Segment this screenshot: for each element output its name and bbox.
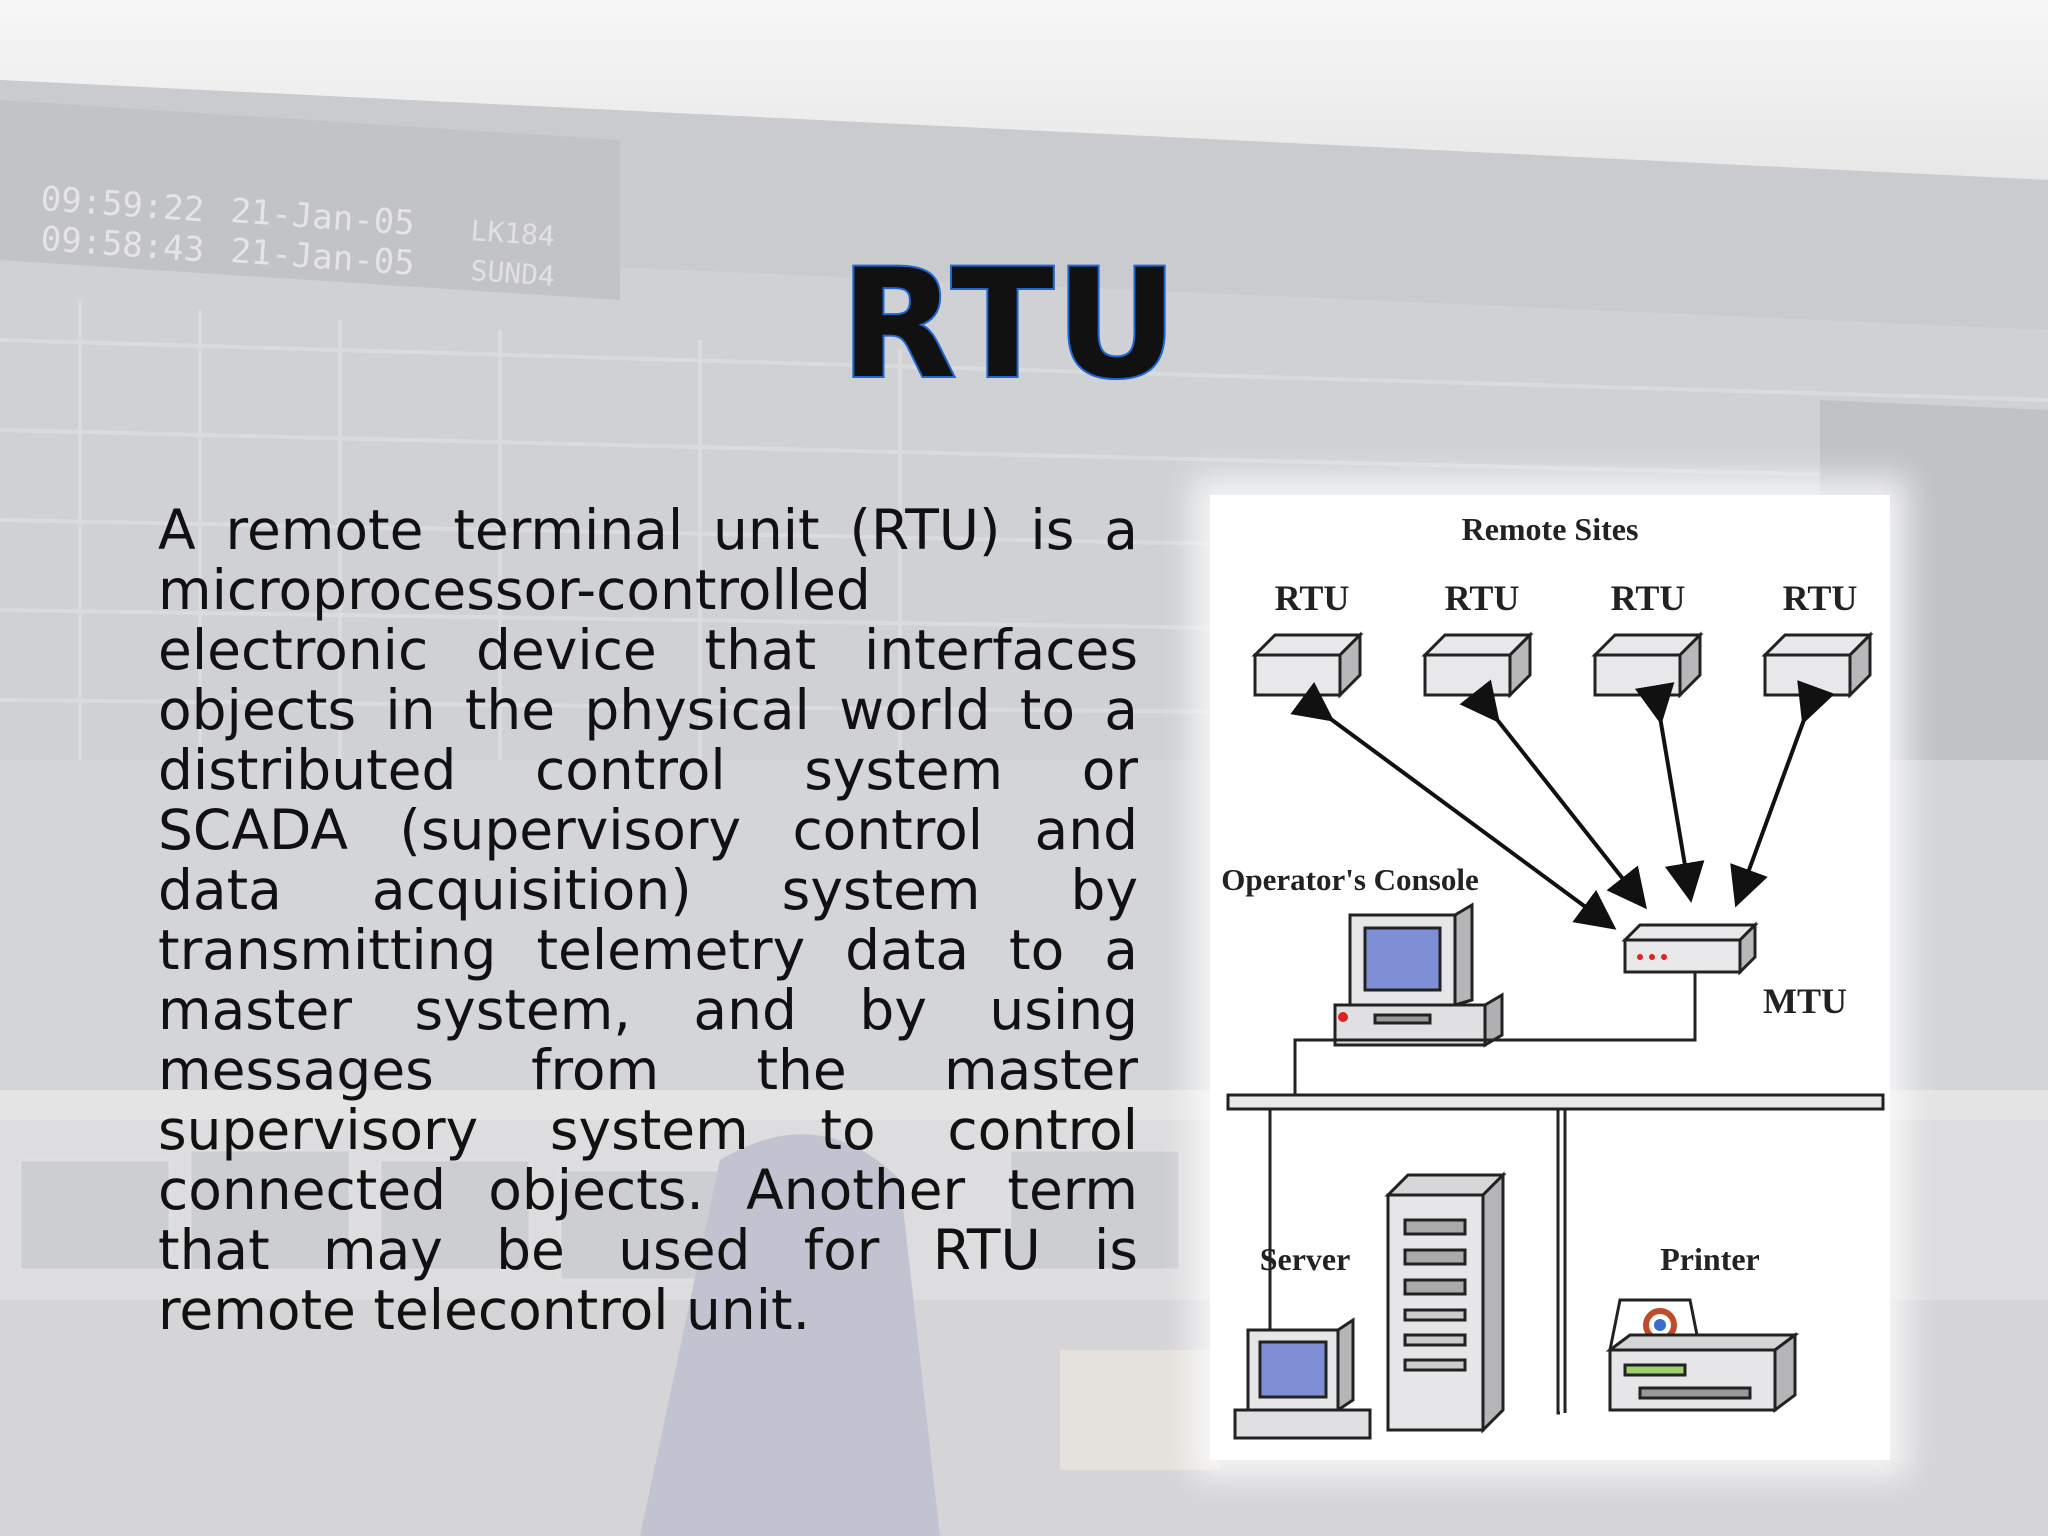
rtu-device-icon [1761, 631, 1874, 699]
server-icon [1233, 1171, 1507, 1440]
rtu-label-3: RTU [1611, 578, 1686, 618]
operator-console-label: Operator's Console [1221, 862, 1478, 897]
server-label: Server [1260, 1241, 1351, 1277]
network-bus [1226, 1093, 1885, 1111]
bg-clock-code-1: LK184 [470, 214, 556, 253]
bg-clock-code-2: SUND4 [470, 254, 556, 293]
mtu-device-icon [1621, 921, 1759, 976]
operator-console-icon [1333, 902, 1504, 1048]
rtu-device-icon [1251, 631, 1364, 699]
remote-sites-label: Remote Sites [1462, 511, 1639, 547]
mtu-label: MTU [1763, 981, 1847, 1021]
printer-icon [1605, 1298, 1800, 1413]
rtu-device-icon [1421, 631, 1534, 699]
rtu-network-diagram: Remote Sites RTU RTU RTU RTU [1210, 495, 1890, 1460]
link-arrows [1290, 679, 1835, 930]
slide-title: RTU [839, 238, 1180, 412]
rtu-device-icon [1591, 631, 1704, 699]
rtu-label-4: RTU [1783, 578, 1858, 618]
rtu-label-1: RTU [1275, 578, 1350, 618]
printer-label: Printer [1660, 1241, 1760, 1277]
rtu-label-2: RTU [1445, 578, 1520, 618]
body-paragraph: A remote terminal unit (RTU) is a microp… [158, 498, 1138, 1342]
